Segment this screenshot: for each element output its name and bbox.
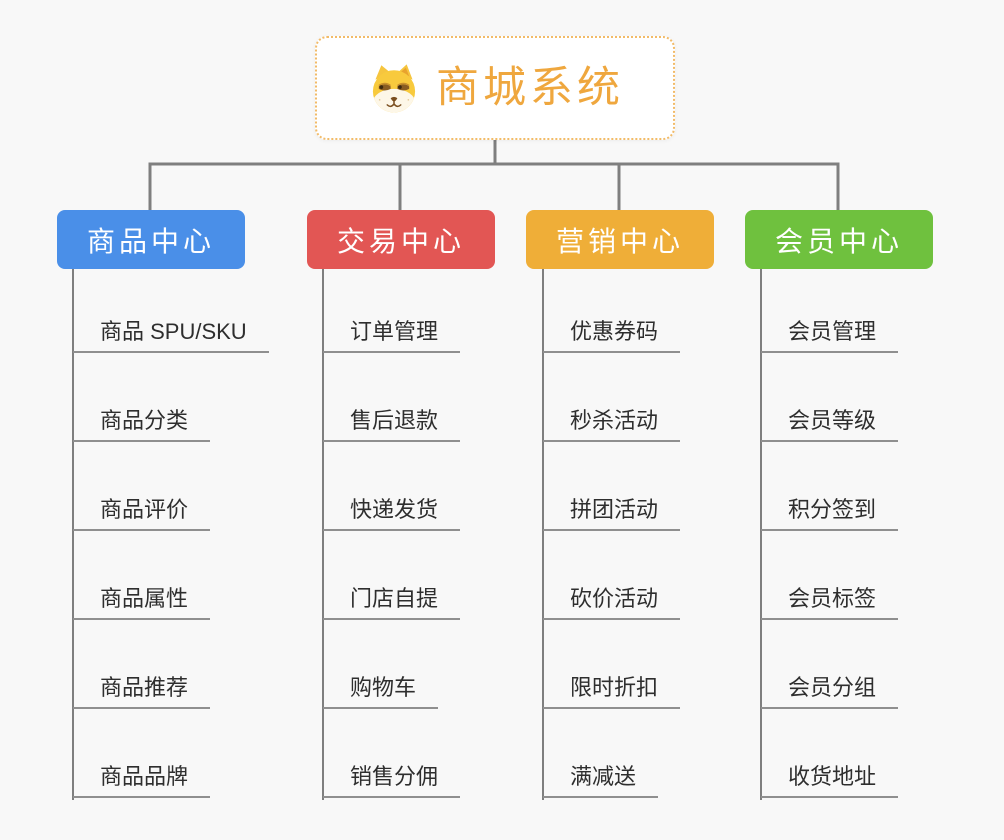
leaf-node-sales-commission[interactable]: 销售分佣: [323, 760, 461, 798]
branch-node-product[interactable]: 商品中心: [57, 210, 245, 269]
leaf-node-product-attribute[interactable]: 商品属性: [73, 582, 211, 620]
dog-face-icon: [372, 64, 416, 113]
leaf-node-group-buy[interactable]: 拼团活动: [543, 493, 681, 531]
leaf-node-bargain-activity[interactable]: 砍价活动: [543, 582, 681, 620]
leaf-node-shopping-cart[interactable]: 购物车: [323, 671, 439, 709]
leaf-node-aftersale-refund[interactable]: 售后退款: [323, 404, 461, 442]
leaf-node-store-pickup[interactable]: 门店自提: [323, 582, 461, 620]
leaf-node-product-recommend[interactable]: 商品推荐: [73, 671, 211, 709]
branch-node-marketing[interactable]: 营销中心: [526, 210, 714, 269]
leaf-node-product-review[interactable]: 商品评价: [73, 493, 211, 531]
leaf-node-product-category[interactable]: 商品分类: [73, 404, 211, 442]
branch-node-trade[interactable]: 交易中心: [307, 210, 495, 269]
leaf-node-member-group[interactable]: 会员分组: [761, 671, 899, 709]
leaf-node-member-level[interactable]: 会员等级: [761, 404, 899, 442]
branch-node-member[interactable]: 会员中心: [745, 210, 933, 269]
leaf-node-product-brand[interactable]: 商品品牌: [73, 760, 211, 798]
leaf-node-points-checkin[interactable]: 积分签到: [761, 493, 899, 531]
leaf-node-member-management[interactable]: 会员管理: [761, 315, 899, 353]
root-title: 商城系统: [436, 63, 624, 112]
leaf-node-member-tag[interactable]: 会员标签: [761, 582, 899, 620]
leaf-node-order-management[interactable]: 订单管理: [323, 315, 461, 353]
leaf-node-time-limited-discount[interactable]: 限时折扣: [543, 671, 681, 709]
leaf-node-product-spu-sku[interactable]: 商品 SPU/SKU: [73, 315, 269, 353]
leaf-node-coupon-code[interactable]: 优惠券码: [543, 315, 681, 353]
leaf-node-flash-sale[interactable]: 秒杀活动: [543, 404, 681, 442]
leaf-node-full-reduction[interactable]: 满减送: [543, 760, 659, 798]
leaf-node-shipping-address[interactable]: 收货地址: [761, 760, 899, 798]
root-node[interactable]: 商城系统: [315, 36, 675, 140]
leaf-node-express-delivery[interactable]: 快递发货: [323, 493, 461, 531]
